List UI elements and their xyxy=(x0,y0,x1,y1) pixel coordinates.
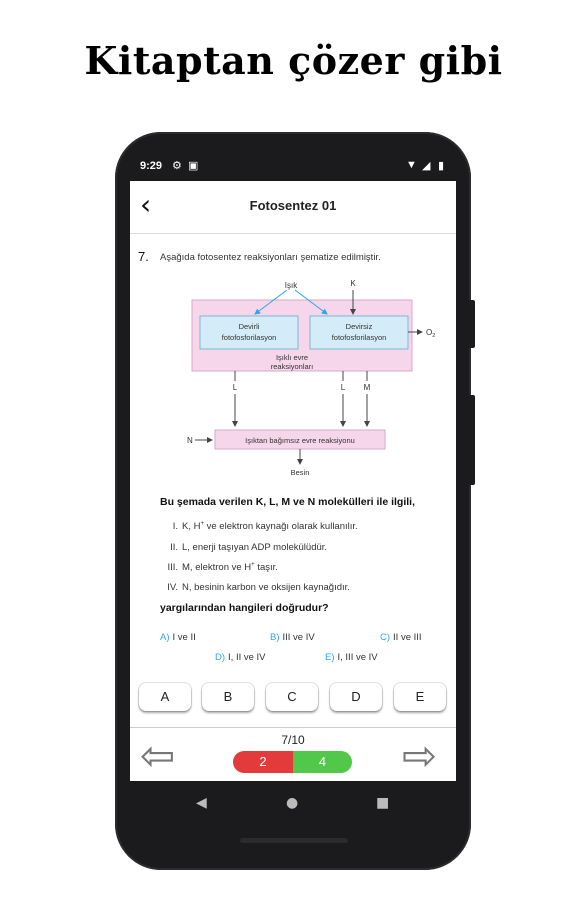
wrong-count-badge: 2 xyxy=(233,751,293,773)
food-label: Besin xyxy=(291,468,310,477)
statement-number: I. xyxy=(172,521,178,533)
question-stem: Bu şemada verilen K, L, M ve N molekülle… xyxy=(160,496,415,508)
cyclic-line-1: Devirli xyxy=(239,322,260,331)
photosynthesis-diagram: Işık K Devirli fotofosforilasyon Devirsi… xyxy=(187,279,435,477)
phone-bottom-bezel-bar xyxy=(240,838,348,843)
question-number: 7. xyxy=(138,249,149,264)
statement-3: III.M, elektron ve H+ taşır. xyxy=(160,562,277,574)
next-question-arrow-icon[interactable]: ⇨ xyxy=(402,731,438,780)
statement-number: II. xyxy=(170,542,178,553)
cyclic-line-2: fotofosforilasyon xyxy=(222,333,277,342)
k-label: K xyxy=(350,279,356,288)
settings-icon: ⚙ xyxy=(172,160,182,172)
app-bar: ‹ Fotosentez 01 xyxy=(130,181,456,234)
power-button xyxy=(469,300,475,348)
cyclic-box xyxy=(199,315,299,350)
correct-count-badge: 4 xyxy=(293,751,352,773)
answer-button-c[interactable]: C xyxy=(266,683,318,711)
previous-question-arrow-icon[interactable]: ⇦ xyxy=(140,731,176,780)
l-label-right: L xyxy=(341,383,346,392)
noncyclic-line-2: fotofosforilasyon xyxy=(332,333,387,342)
option-b: B)III ve IV xyxy=(270,632,315,643)
promo-headline: Kitaptan çözer gibi xyxy=(84,38,503,83)
signal-icon: ◢ xyxy=(422,160,431,172)
option-d: D)I, II ve IV xyxy=(215,652,266,663)
answer-button-b[interactable]: B xyxy=(202,683,254,711)
light-reactions-line-2: reaksiyonları xyxy=(271,362,314,371)
page-title: Fotosentez 01 xyxy=(249,198,337,213)
answer-button-d[interactable]: D xyxy=(330,683,382,711)
light-reactions-line-1: Işıklı evre xyxy=(276,353,308,362)
statement-1: I.K, H+ ve elektron kaynağı olarak kulla… xyxy=(160,521,358,532)
question-text: Aşağıda fotosentez reaksiyonları şematiz… xyxy=(160,252,381,263)
light-label: Işık xyxy=(285,281,298,290)
statement-4: IV.N, besinin karbon ve oksijen kaynağıd… xyxy=(160,582,350,593)
divider xyxy=(130,727,456,728)
nav-recents-icon[interactable]: ■ xyxy=(376,795,390,811)
battery-icon: ▮ xyxy=(438,160,445,172)
phone-screen: 9:29 ⚙ ▣ ▼ ◢ ▮ ‹ Fotosentez 01 7. Aşağıd… xyxy=(130,153,456,833)
n-label: N xyxy=(187,436,193,445)
noncyclic-box xyxy=(309,315,409,350)
statement-number: III. xyxy=(167,562,178,574)
answer-button-a[interactable]: A xyxy=(139,683,191,711)
oxygen-label: O2 xyxy=(426,328,435,339)
option-c: C)II ve III xyxy=(380,632,422,643)
statement-2: II.L, enerji taşıyan ADP molekülüdür. xyxy=(160,542,327,553)
option-e: E)I, III ve IV xyxy=(325,652,378,663)
noncyclic-line-1: Devirsiz xyxy=(346,322,373,331)
m-label: M xyxy=(364,383,371,392)
nav-home-icon[interactable]: ● xyxy=(286,795,299,811)
statement-number: IV. xyxy=(167,582,178,593)
back-arrow-icon[interactable]: ‹ xyxy=(140,188,152,221)
status-bar: 9:29 ⚙ ▣ ▼ ◢ ▮ xyxy=(130,153,456,181)
question-ask: yargılarından hangileri doğrudur? xyxy=(160,602,329,614)
status-time: 9:29 xyxy=(140,160,163,172)
option-a: A)I ve II xyxy=(160,632,196,643)
answer-button-e[interactable]: E xyxy=(394,683,446,711)
notification-icon: ▣ xyxy=(188,160,199,172)
volume-button xyxy=(469,395,475,485)
l-label-left: L xyxy=(233,383,238,392)
nav-back-icon[interactable]: ◀ xyxy=(196,795,207,811)
wifi-icon: ▼ xyxy=(406,159,417,171)
question-progress: 7/10 xyxy=(281,733,305,747)
android-nav-bar: ◀ ● ■ xyxy=(130,781,456,833)
dark-reaction-label: Işıktan bağımsız evre reaksiyonu xyxy=(245,436,355,445)
